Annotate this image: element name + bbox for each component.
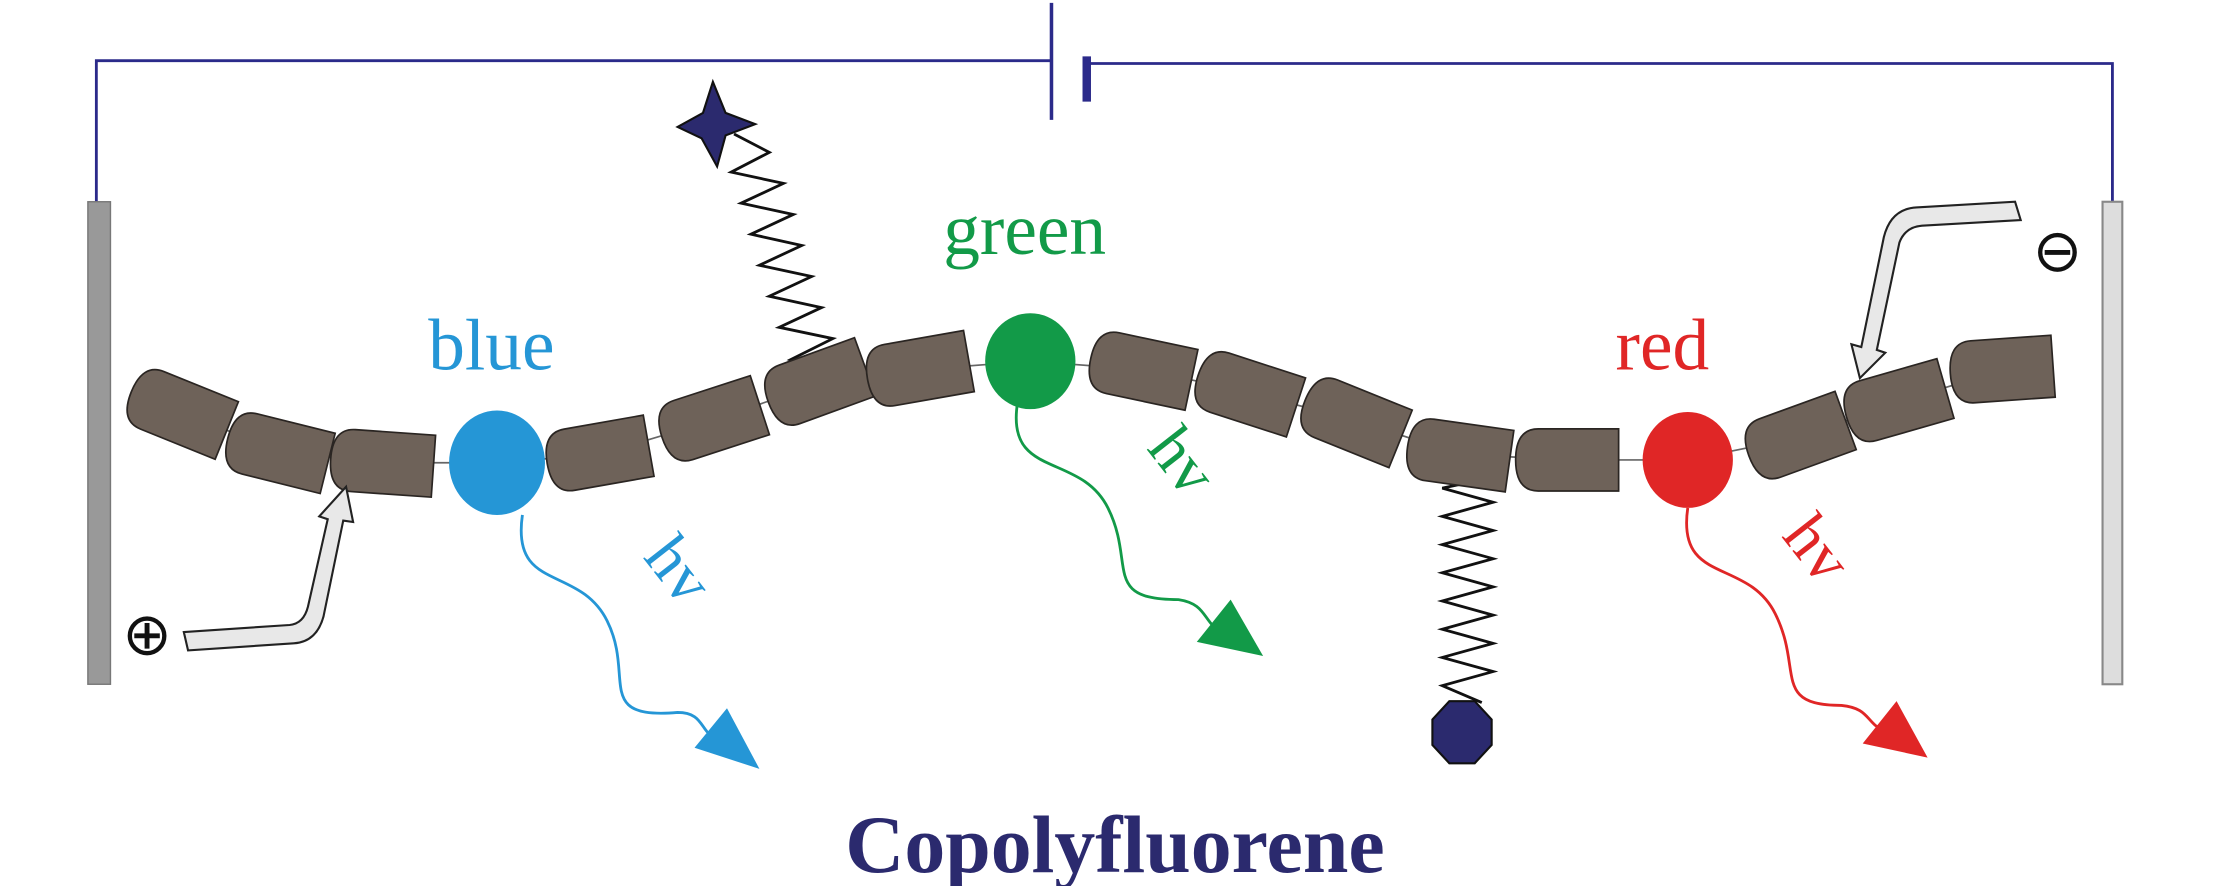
label-red: red [1616,305,1710,386]
hv-label-red: hv [1769,501,1866,597]
blue-arrowhead-icon [694,708,760,769]
red-emission-arrow [1685,507,1885,733]
hole-injection-arrow [182,484,355,652]
star-end-group-icon [675,78,759,170]
fluorene-segments [118,327,2057,499]
spring-side-chain-top [727,132,838,371]
hv-label-blue: hv [631,522,728,618]
circuit-wire [94,59,2114,202]
anode-electrode [87,201,112,685]
green-chromophore [985,313,1076,410]
negative-charge-icon: ⊖ [2033,216,2083,285]
spring-side-chain-bottom [1437,464,1501,704]
octagon-end-group-icon [1431,700,1493,765]
red-arrowhead-icon [1862,701,1928,758]
blue-chromophore [449,410,545,515]
hv-label-green: hv [1134,414,1231,510]
diagram-title: Copolyfluorene [845,799,1384,886]
green-emission-arrow [1014,401,1222,634]
label-green: green [943,189,1106,270]
battery-icon [1049,2,1091,120]
label-blue: blue [428,305,554,386]
electron-injection-arrow [1849,200,2023,381]
positive-charge-icon: ⊕ [122,600,172,669]
red-chromophore [1642,411,1733,508]
blue-emission-arrow [519,514,721,743]
green-arrowhead-icon [1196,599,1264,657]
cathode-electrode [2101,200,2124,686]
